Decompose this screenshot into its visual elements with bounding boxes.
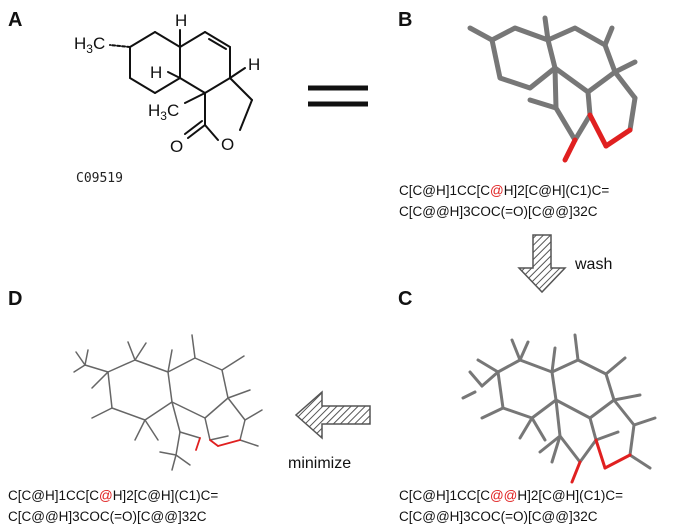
- smiles-b-line2: C[C@@H]3COC(=O)[C@@]32C: [399, 204, 598, 219]
- panel-label-c: C: [398, 288, 412, 310]
- atom-methyl-bottom: H3C: [148, 101, 179, 123]
- wash-arrow: [517, 234, 567, 294]
- smiles-c-line1: C[C@H]1CC[C@@H]2[C@H](C1)C=: [399, 488, 623, 503]
- structure-3d-b-oxygen: [562, 112, 633, 163]
- smiles-d-line1: C[C@H]1CC[C@H]2[C@H](C1)C=: [8, 488, 218, 503]
- structure-3d-d: [73, 334, 263, 471]
- minimize-arrow: [294, 390, 371, 440]
- structure-3d-b: [467, 15, 638, 143]
- panel-label-b: B: [398, 9, 412, 31]
- atom-o-carbonyl: O: [170, 137, 183, 156]
- atom-h-top: H: [175, 11, 187, 30]
- equals-sign: [308, 85, 368, 107]
- panel-label-d: D: [8, 288, 22, 310]
- step-wash-label: wash: [574, 256, 612, 273]
- atom-methyl-left: H3C: [74, 34, 105, 56]
- smiles-d-line2: C[C@@H]3COC(=O)[C@@]32C: [8, 509, 207, 524]
- compound-id: C09519: [76, 171, 123, 186]
- atom-o-ring: O: [221, 135, 234, 154]
- atom-h-middle: H: [150, 63, 162, 82]
- structure-3d-c: [461, 333, 657, 470]
- structure-2d-a: [109, 29, 253, 141]
- step-minimize-label: minimize: [288, 455, 351, 472]
- atom-h-right: H: [248, 55, 260, 74]
- smiles-c-line2: C[C@@H]3COC(=O)[C@@]32C: [399, 509, 598, 524]
- structure-3d-c-oxygen: [570, 438, 632, 484]
- smiles-b-line1: C[C@H]1CC[C@H]2[C@H](C1)C=: [399, 183, 609, 198]
- panel-label-a: A: [8, 9, 22, 31]
- structure-3d-d-oxygen: [195, 437, 241, 451]
